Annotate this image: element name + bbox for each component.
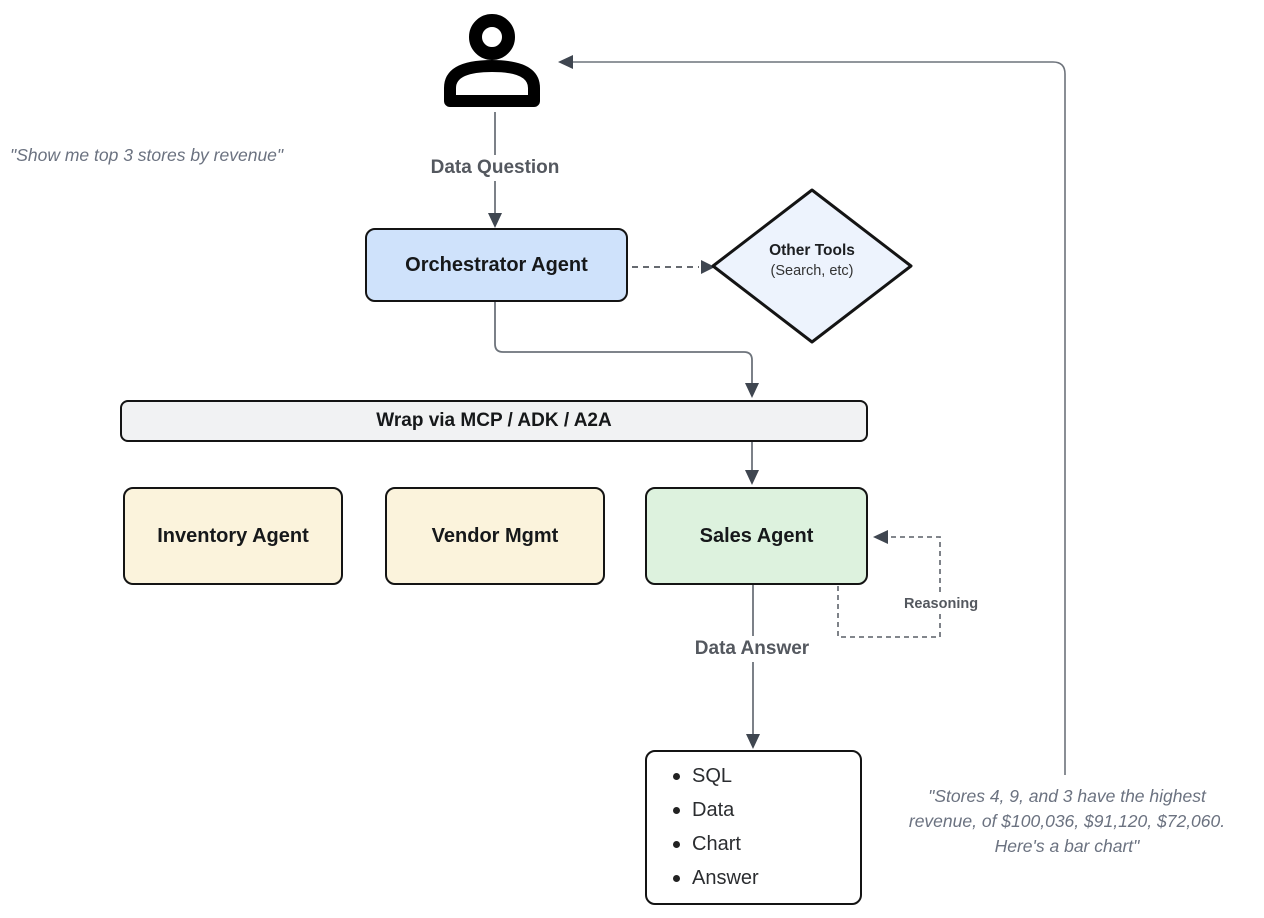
orchestrator-agent-node: Orchestrator Agent: [365, 228, 628, 302]
connector-return-to-user: [558, 55, 1066, 775]
connector-wrap-bar-to-sales: [745, 442, 759, 485]
other-tools-title: Other Tools: [769, 242, 855, 259]
output-item-answer: Answer: [692, 867, 759, 889]
connector-sales-to-output: [746, 585, 760, 749]
list-item: SQL: [673, 765, 732, 788]
arrowhead-down-icon: [488, 213, 502, 228]
connector-orchestrator-to-other-tools: [632, 260, 715, 274]
vendor-mgmt-label: Vendor Mgmt: [431, 524, 559, 547]
output-list-node: SQL Data Chart Answer: [645, 750, 862, 905]
other-tools-subtitle: (Search, etc): [770, 263, 854, 279]
list-item: Chart: [673, 833, 741, 856]
wrap-bar-label: Wrap via MCP / ADK / A2A: [376, 410, 612, 431]
data-question-label: Data Question: [424, 155, 566, 181]
wrap-mcp-adk-a2a-bar: Wrap via MCP / ADK / A2A: [120, 400, 868, 442]
connector-reasoning-loop: [837, 530, 941, 638]
output-item-sql: SQL: [692, 765, 733, 787]
arrowhead-left-icon: [558, 55, 573, 69]
arrowhead-down-icon: [746, 734, 760, 749]
arrowhead-down-icon: [745, 470, 759, 485]
inventory-agent-node: Inventory Agent: [123, 487, 343, 585]
bullet-icon: [673, 875, 680, 882]
user-icon: [444, 14, 540, 107]
answer-quote: "Stores 4, 9, and 3 have the highest rev…: [908, 786, 1226, 856]
orchestrator-agent-label: Orchestrator Agent: [405, 253, 588, 276]
user-question-quote: "Show me top 3 stores by revenue": [10, 145, 284, 165]
sales-agent-label: Sales Agent: [699, 524, 814, 547]
inventory-agent-label: Inventory Agent: [157, 524, 309, 547]
vendor-mgmt-node: Vendor Mgmt: [385, 487, 605, 585]
bullet-icon: [673, 807, 680, 814]
reasoning-label: Reasoning: [899, 594, 983, 614]
list-item: Answer: [673, 867, 759, 890]
other-tools-diamond: [711, 188, 913, 344]
output-item-chart: Chart: [692, 833, 741, 855]
arrowhead-left-icon: [873, 530, 888, 544]
arrowhead-down-icon: [745, 383, 759, 398]
bullet-icon: [673, 773, 680, 780]
data-answer-label: Data Answer: [688, 636, 816, 662]
connector-orchestrator-to-wrap-bar: [494, 302, 759, 398]
list-item: Data: [673, 799, 734, 822]
output-item-data: Data: [692, 799, 735, 821]
arrowhead-right-icon: [701, 260, 715, 274]
bullet-icon: [673, 841, 680, 848]
sales-agent-node: Sales Agent: [645, 487, 868, 585]
other-tools-node: Other Tools (Search, etc): [732, 240, 892, 282]
